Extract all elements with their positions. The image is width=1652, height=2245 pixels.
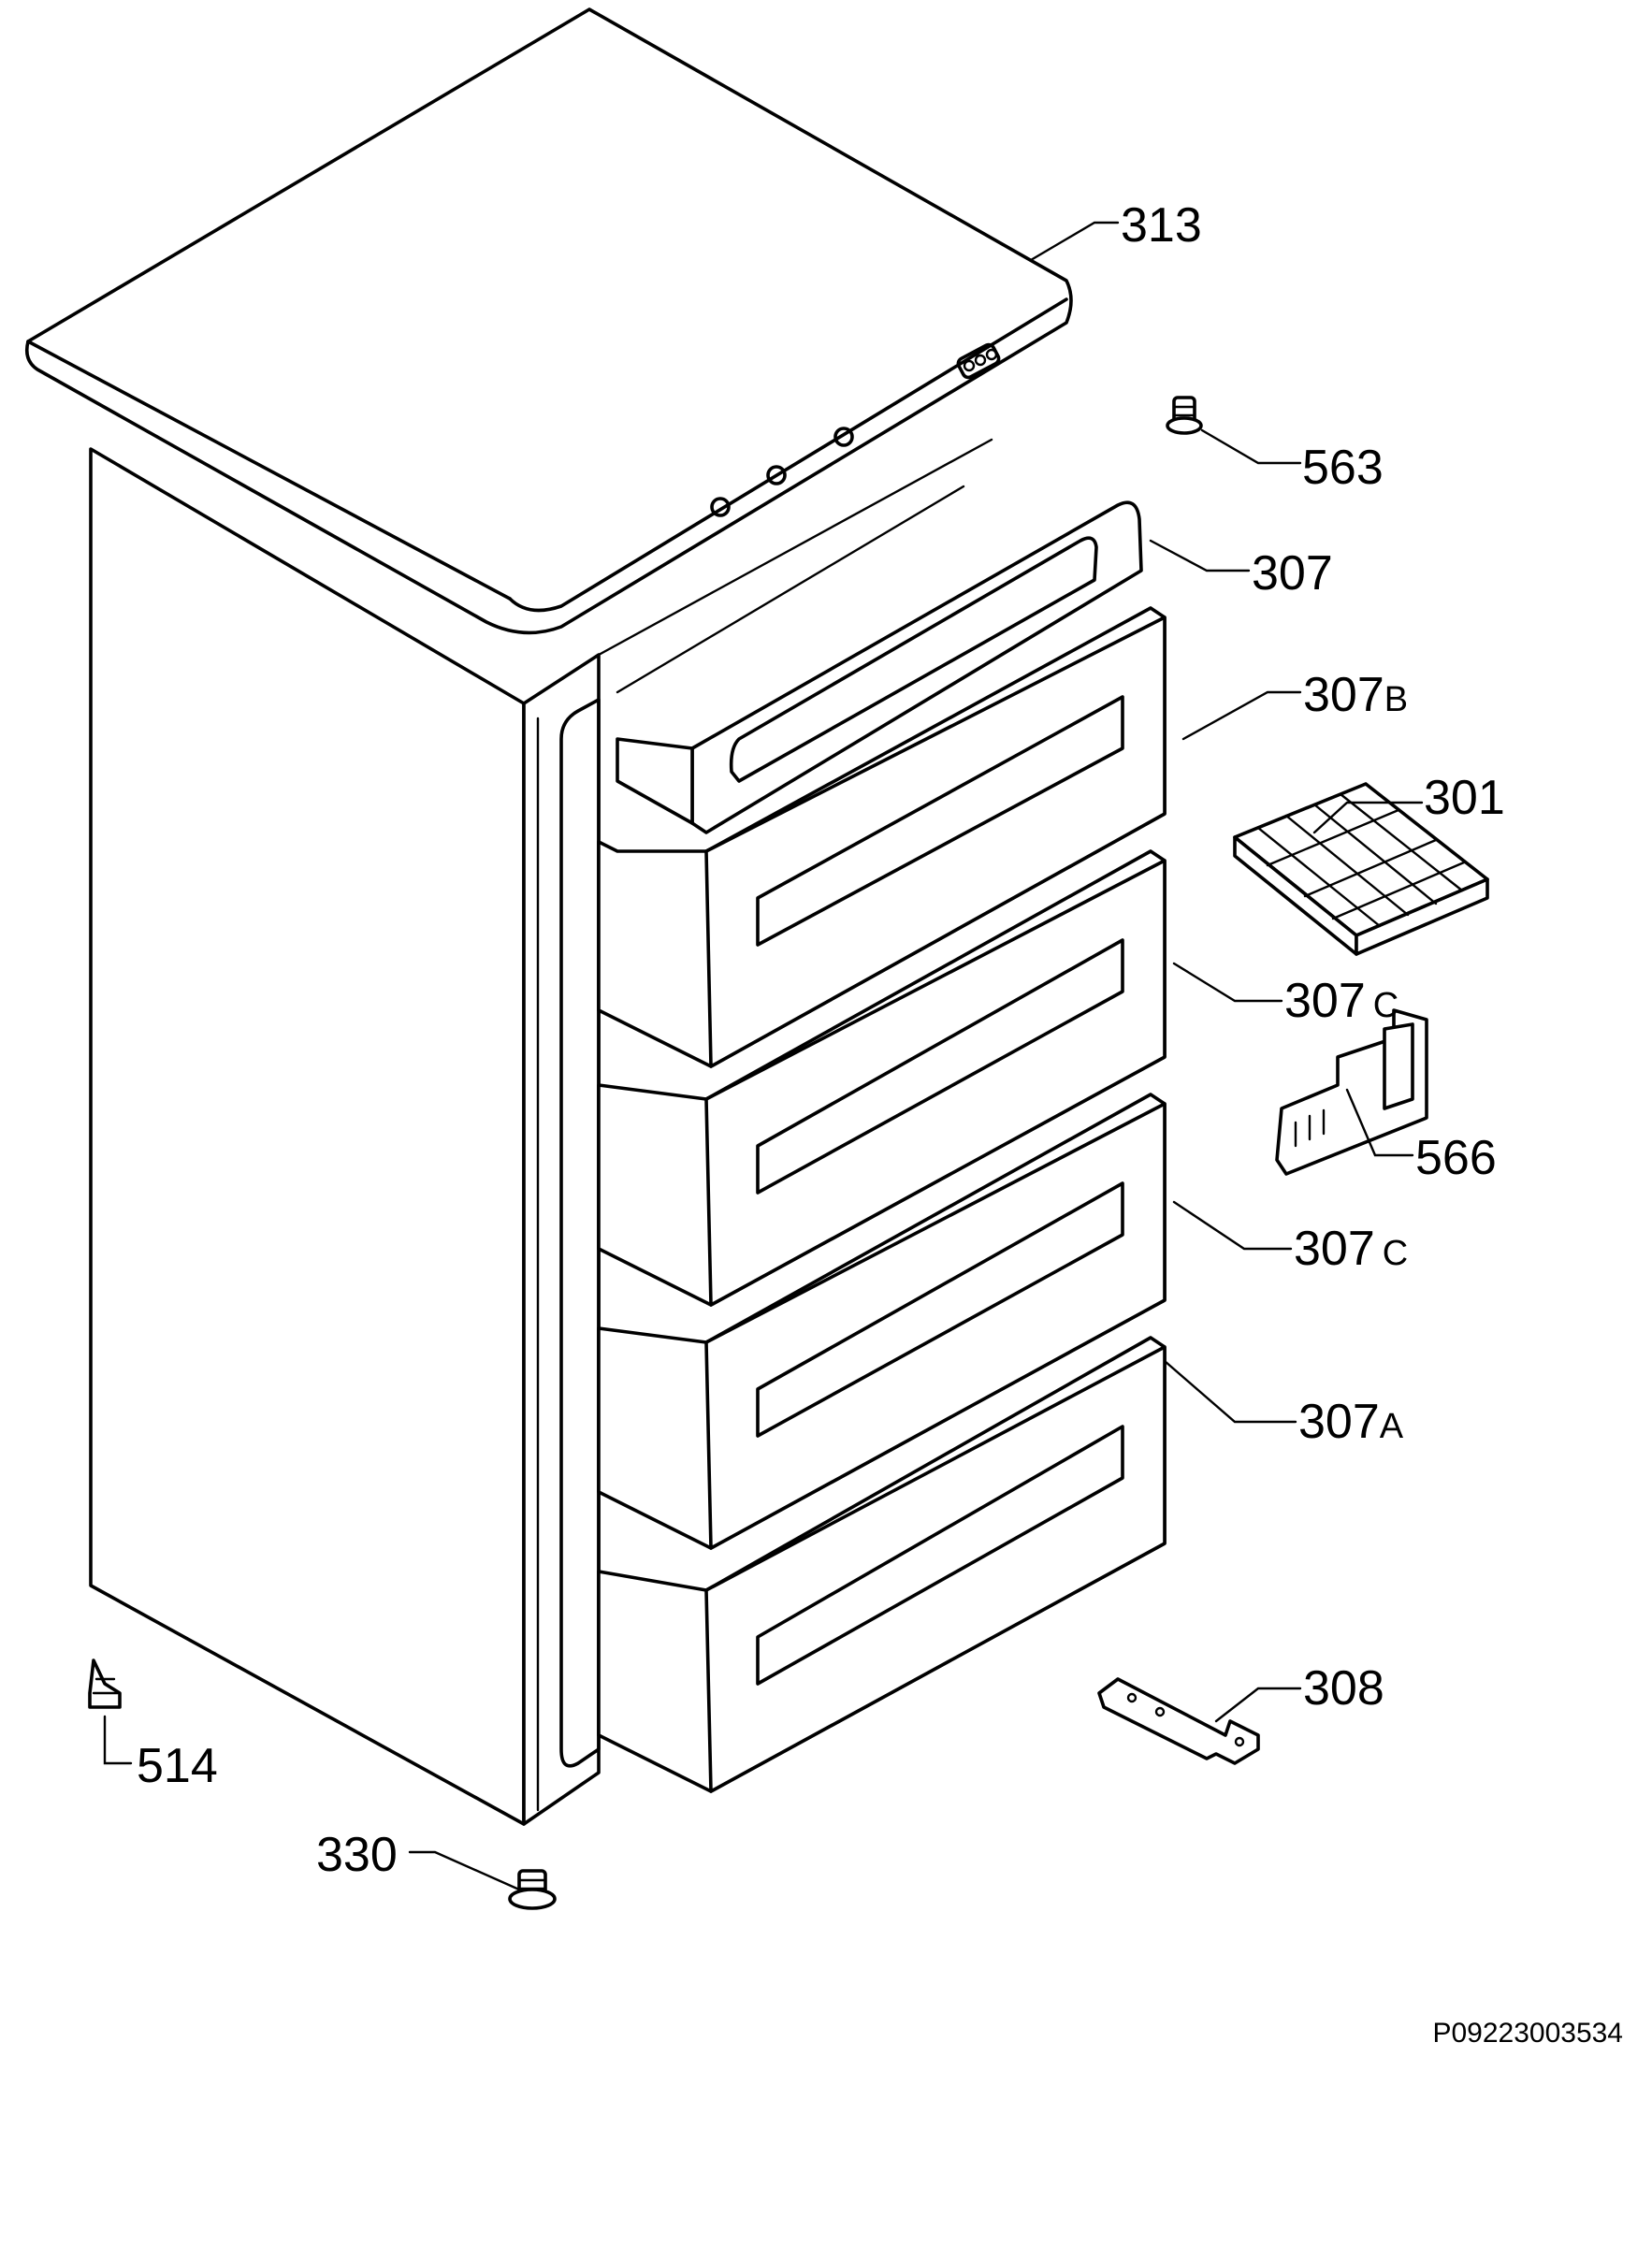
foot-330 [508,1869,557,1910]
foot-514 [88,1658,122,1709]
label-307b: 307B [1303,668,1408,722]
label-563: 563 [1302,441,1384,495]
label-514: 514 [137,1739,218,1793]
label-308: 308 [1303,1661,1384,1716]
label-307: 307 [1252,546,1333,601]
worktop-lid [24,7,1073,635]
label-313: 313 [1121,198,1202,253]
hinge-bracket-308 [1097,1677,1260,1765]
label-330: 330 [316,1828,398,1882]
drawer-307c-lower [597,1093,1167,1550]
flap-drawer-307 [616,500,1143,834]
label-307a: 307A [1298,1395,1404,1449]
drawer-307a [597,1336,1167,1793]
ice-tray-301 [1233,782,1489,956]
label-566: 566 [1415,1131,1497,1185]
ice-scraper-566 [1275,1008,1428,1176]
label-301: 301 [1424,771,1505,825]
leader-lines [103,221,1424,1891]
cabinet-body [89,438,993,1826]
drawer-307b [597,606,1167,1068]
drawing-code: P09223003534 [1432,2018,1623,2049]
screw-563 [1166,396,1203,435]
drawer-307c-upper [597,849,1167,1307]
